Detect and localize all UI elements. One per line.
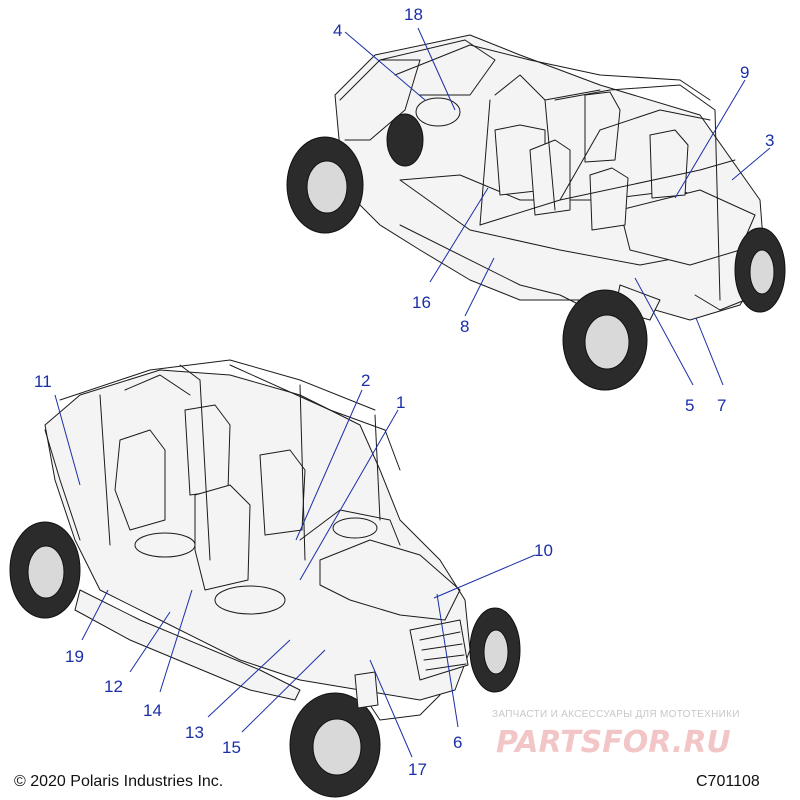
watermark: ЗАПЧАСТИ И АКСЕССУАРЫ ДЛЯ МОТОТЕХНИКИ PA… xyxy=(492,709,740,760)
leader-8 xyxy=(464,257,495,317)
vehicle-top-illustration xyxy=(286,34,786,391)
leader-15 xyxy=(241,649,326,733)
callout-12: 12 xyxy=(104,677,123,696)
callout-7: 7 xyxy=(717,396,726,415)
wheel-rear-left-top xyxy=(562,289,648,391)
callout-6: 6 xyxy=(453,733,462,752)
diagram-code: C701108 xyxy=(696,773,760,790)
copyright-notice: © 2020 Polaris Industries Inc. xyxy=(14,773,223,790)
callout-15: 15 xyxy=(222,738,241,757)
callout-11: 11 xyxy=(34,372,52,391)
callout-4: 4 xyxy=(333,21,342,40)
leader-lines xyxy=(54,27,771,758)
leader-10 xyxy=(433,554,536,599)
leader-12 xyxy=(129,611,171,673)
leader-13 xyxy=(207,639,291,718)
wheel-front-left-top xyxy=(286,136,364,234)
leader-18 xyxy=(417,27,456,111)
leader-14 xyxy=(159,589,193,693)
wheel-front-right-top xyxy=(386,113,424,167)
callout-labels: 4 18 9 3 16 8 5 7 11 2 1 10 19 12 14 13 … xyxy=(34,5,774,779)
leader-3 xyxy=(731,147,771,181)
leader-4 xyxy=(344,31,426,101)
leader-5 xyxy=(634,277,694,386)
leader-1 xyxy=(299,409,399,581)
leader-6 xyxy=(436,593,459,728)
callout-13: 13 xyxy=(185,723,204,742)
callout-3: 3 xyxy=(765,131,774,150)
leader-11 xyxy=(54,394,81,486)
wheel-front-left-bottom xyxy=(289,692,381,798)
callout-14: 14 xyxy=(143,701,162,720)
callout-18: 18 xyxy=(404,5,423,24)
callout-16: 16 xyxy=(412,293,431,312)
callout-5: 5 xyxy=(685,396,694,415)
leader-16 xyxy=(429,187,489,283)
leader-2 xyxy=(295,389,363,541)
leader-7 xyxy=(695,317,724,386)
leader-9 xyxy=(674,79,746,199)
callout-8: 8 xyxy=(460,317,469,336)
wheel-front-right-bottom xyxy=(469,607,521,693)
callout-17: 17 xyxy=(408,760,427,779)
watermark-brand: PARTSFOR.RU xyxy=(496,725,731,760)
callout-10: 10 xyxy=(534,541,553,560)
vehicle-bottom-illustration xyxy=(9,359,521,798)
callout-19: 19 xyxy=(65,647,84,666)
leader-19 xyxy=(81,589,109,641)
callout-2: 2 xyxy=(361,371,370,390)
callout-1: 1 xyxy=(396,393,405,412)
leader-17 xyxy=(369,659,413,758)
callout-9: 9 xyxy=(740,63,749,82)
wheel-rear-left-bottom xyxy=(9,521,81,619)
watermark-tagline: ЗАПЧАСТИ И АКСЕССУАРЫ ДЛЯ МОТОТЕХНИКИ xyxy=(492,709,740,720)
wheel-rear-right-top xyxy=(734,227,786,313)
